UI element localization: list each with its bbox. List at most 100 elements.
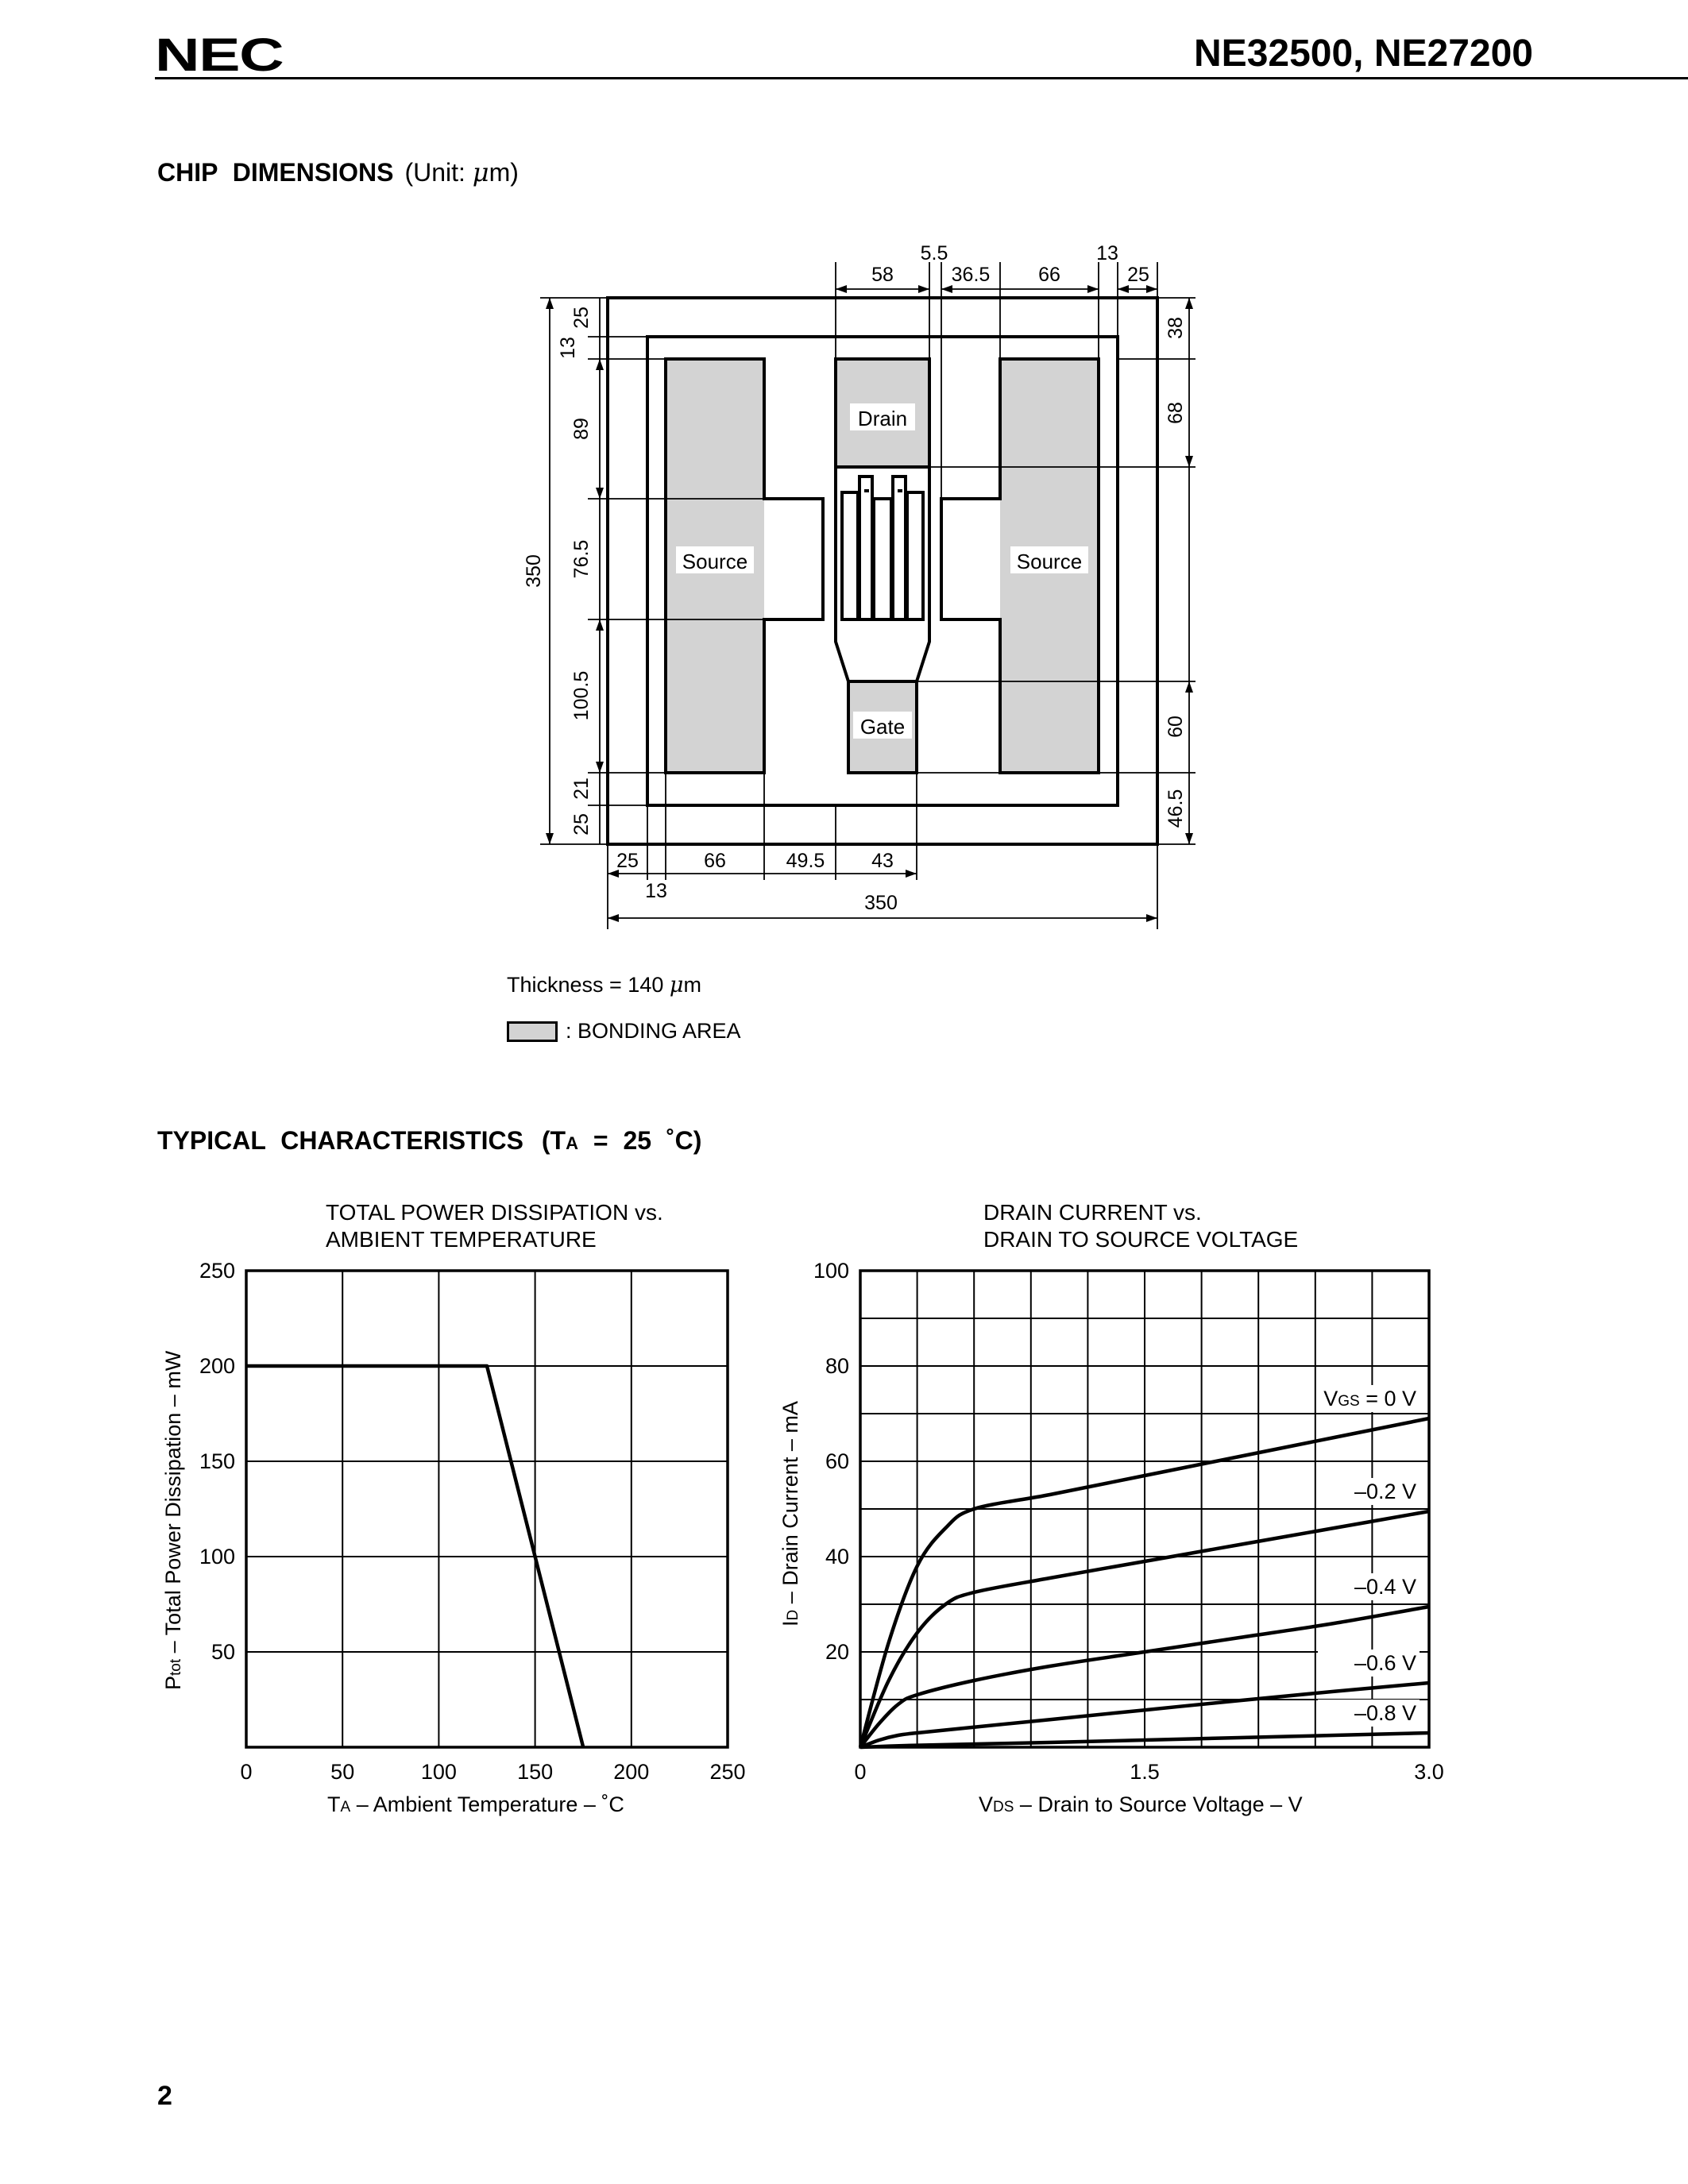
page-number: 2 xyxy=(157,2081,172,2111)
chart2-xlabel: VDS – Drain to Source Voltage – V xyxy=(979,1792,1303,1817)
thickness-unit: m xyxy=(683,973,701,997)
x-tick-label: 1.5 xyxy=(1130,1760,1160,1784)
source-left-finger xyxy=(764,497,825,621)
series-line-0 xyxy=(246,1364,585,1748)
y-tick-label: 60 xyxy=(825,1449,849,1473)
y-tick-label: 80 xyxy=(825,1354,849,1378)
dim-left-350: 350 xyxy=(523,554,545,588)
series-label-bg xyxy=(1318,1573,1420,1600)
x-tick-label: 50 xyxy=(330,1760,354,1784)
x-tick-label: 250 xyxy=(709,1760,745,1784)
active-area-outline xyxy=(646,335,1119,807)
series-label-1: –0.2 V xyxy=(1354,1480,1416,1503)
dim-left-13-top: 13 xyxy=(557,337,579,359)
typical-title: TYPICAL CHARACTERISTICS xyxy=(157,1126,523,1155)
x-tick-label: 200 xyxy=(613,1760,649,1784)
source-right-label: Source xyxy=(1017,550,1082,573)
nec-logo: NEC xyxy=(155,29,284,81)
dim-top-13: 13 xyxy=(1096,242,1118,264)
chart2-xlabel-rest: – Drain to Source Voltage – V xyxy=(1014,1792,1303,1816)
dim-bottom-13: 13 xyxy=(645,880,667,902)
y-tick-label: 100 xyxy=(199,1545,235,1569)
dim-right-68: 68 xyxy=(1165,402,1187,424)
dim-bottom-25: 25 xyxy=(616,850,639,872)
series-label-bg xyxy=(1318,1700,1420,1727)
series-line-3 xyxy=(859,1680,1430,1750)
dim-top-66: 66 xyxy=(1038,264,1060,286)
thickness-note: Thickness = 140 μm xyxy=(507,973,701,997)
chart2-title: DRAIN CURRENT vs. DRAIN TO SOURCE VOLTAG… xyxy=(983,1200,1299,1252)
series-label-4: –0.8 V xyxy=(1354,1701,1416,1725)
series-label-bg xyxy=(1318,1385,1420,1412)
chart1-xlabel: TA – Ambient Temperature – ˚C xyxy=(327,1792,624,1817)
dim-left-89: 89 xyxy=(570,418,593,440)
y-tick-label: 150 xyxy=(199,1449,235,1473)
series-label-3: –0.6 V xyxy=(1354,1651,1416,1675)
y-tick-label: 200 xyxy=(199,1354,235,1378)
y-tick-label: 250 xyxy=(199,1259,235,1283)
cond-sub: A xyxy=(566,1133,578,1153)
chip-dimensions-heading: CHIP DIMENSIONS (Unit: μm) xyxy=(157,157,519,187)
chart2-xlabel-main: V xyxy=(979,1792,994,1816)
series-line-4 xyxy=(859,1731,1430,1750)
dim-left-25-top: 25 xyxy=(570,307,593,329)
chart1-title: TOTAL POWER DISSIPATION vs. AMBIENT TEMP… xyxy=(326,1200,663,1252)
dim-bottom-350: 350 xyxy=(864,892,898,914)
x-tick-label: 150 xyxy=(517,1760,553,1784)
unit-label-end: m) xyxy=(489,158,519,187)
series-line-2 xyxy=(859,1604,1430,1749)
dim-top-36-5: 36.5 xyxy=(952,264,991,286)
series-line-1 xyxy=(858,1509,1430,1748)
unit-label: (Unit: μm) xyxy=(404,157,519,187)
document-title: NE32500, NE27200 xyxy=(1194,33,1533,75)
dim-bottom-43: 43 xyxy=(871,850,894,872)
bonding-area-legend: : BONDING AREA xyxy=(507,1019,741,1044)
dimension-lines xyxy=(540,262,1196,929)
dim-left-76-5: 76.5 xyxy=(570,540,593,579)
series-line-0 xyxy=(858,1416,1430,1748)
cond-end: = 25 ˚C) xyxy=(577,1126,702,1155)
dim-bottom-49-5: 49.5 xyxy=(786,850,825,872)
chip-diagram: Drain Gate Source Source xyxy=(523,242,1196,929)
dim-right-38: 38 xyxy=(1165,317,1187,339)
bonding-area-label: : BONDING AREA xyxy=(566,1019,741,1043)
dim-left-25-bottom: 25 xyxy=(570,813,593,835)
chip-outline xyxy=(606,296,1159,846)
plot-frame xyxy=(859,1269,1431,1749)
dimension-arrows xyxy=(546,285,1193,922)
y-tick-label: 100 xyxy=(813,1259,849,1283)
y-tick-label: 40 xyxy=(825,1545,849,1569)
chip-dimensions-title: CHIP DIMENSIONS xyxy=(157,158,394,187)
source-left-label: Source xyxy=(682,550,747,573)
typical-condition: (TA = 25 ˚C) xyxy=(542,1126,701,1155)
chart2-xlabel-sub: DS xyxy=(993,1799,1014,1815)
dim-bottom-66: 66 xyxy=(704,850,726,872)
series-label-2: –0.4 V xyxy=(1354,1575,1416,1599)
dim-top-58: 58 xyxy=(871,264,894,286)
cond-main: (T xyxy=(541,1126,566,1155)
chart1-xlabel-sub: A xyxy=(340,1799,351,1815)
series-label-bg xyxy=(1318,1650,1420,1677)
series-label-bg xyxy=(1318,1478,1420,1505)
dim-right-60: 60 xyxy=(1165,716,1187,738)
chart1-xlabel-rest: – Ambient Temperature – ˚C xyxy=(350,1792,624,1816)
dim-left-100-5: 100.5 xyxy=(570,671,593,721)
series-label-0: VGS = 0 V xyxy=(1323,1387,1416,1410)
y-tick-label: 50 xyxy=(211,1640,235,1664)
source-right-finger xyxy=(940,497,1000,621)
x-tick-label: 0 xyxy=(854,1760,866,1784)
typical-characteristics-heading: TYPICAL CHARACTERISTICS (TA = 25 ˚C) xyxy=(157,1126,701,1156)
x-tick-label: 0 xyxy=(240,1760,252,1784)
dim-left-21: 21 xyxy=(570,778,593,800)
drain-current-chart: 0 1.5 3.0 100 80 60 40 20 VGS = 0 V –0.2 V –0.4 V –… xyxy=(813,1259,1444,1784)
drain-label: Drain xyxy=(858,407,907,430)
y-tick-label: 20 xyxy=(825,1640,849,1664)
plot-frame xyxy=(245,1269,729,1749)
dim-right-46-5: 46.5 xyxy=(1165,789,1187,828)
chart1-xlabel-main: T xyxy=(327,1792,341,1816)
x-tick-label: 3.0 xyxy=(1414,1760,1444,1784)
unit-mu: μ xyxy=(472,157,489,187)
dim-top-5-5: 5.5 xyxy=(921,242,948,264)
unit-label-start: (Unit: xyxy=(404,158,473,187)
gate-label: Gate xyxy=(860,715,905,739)
